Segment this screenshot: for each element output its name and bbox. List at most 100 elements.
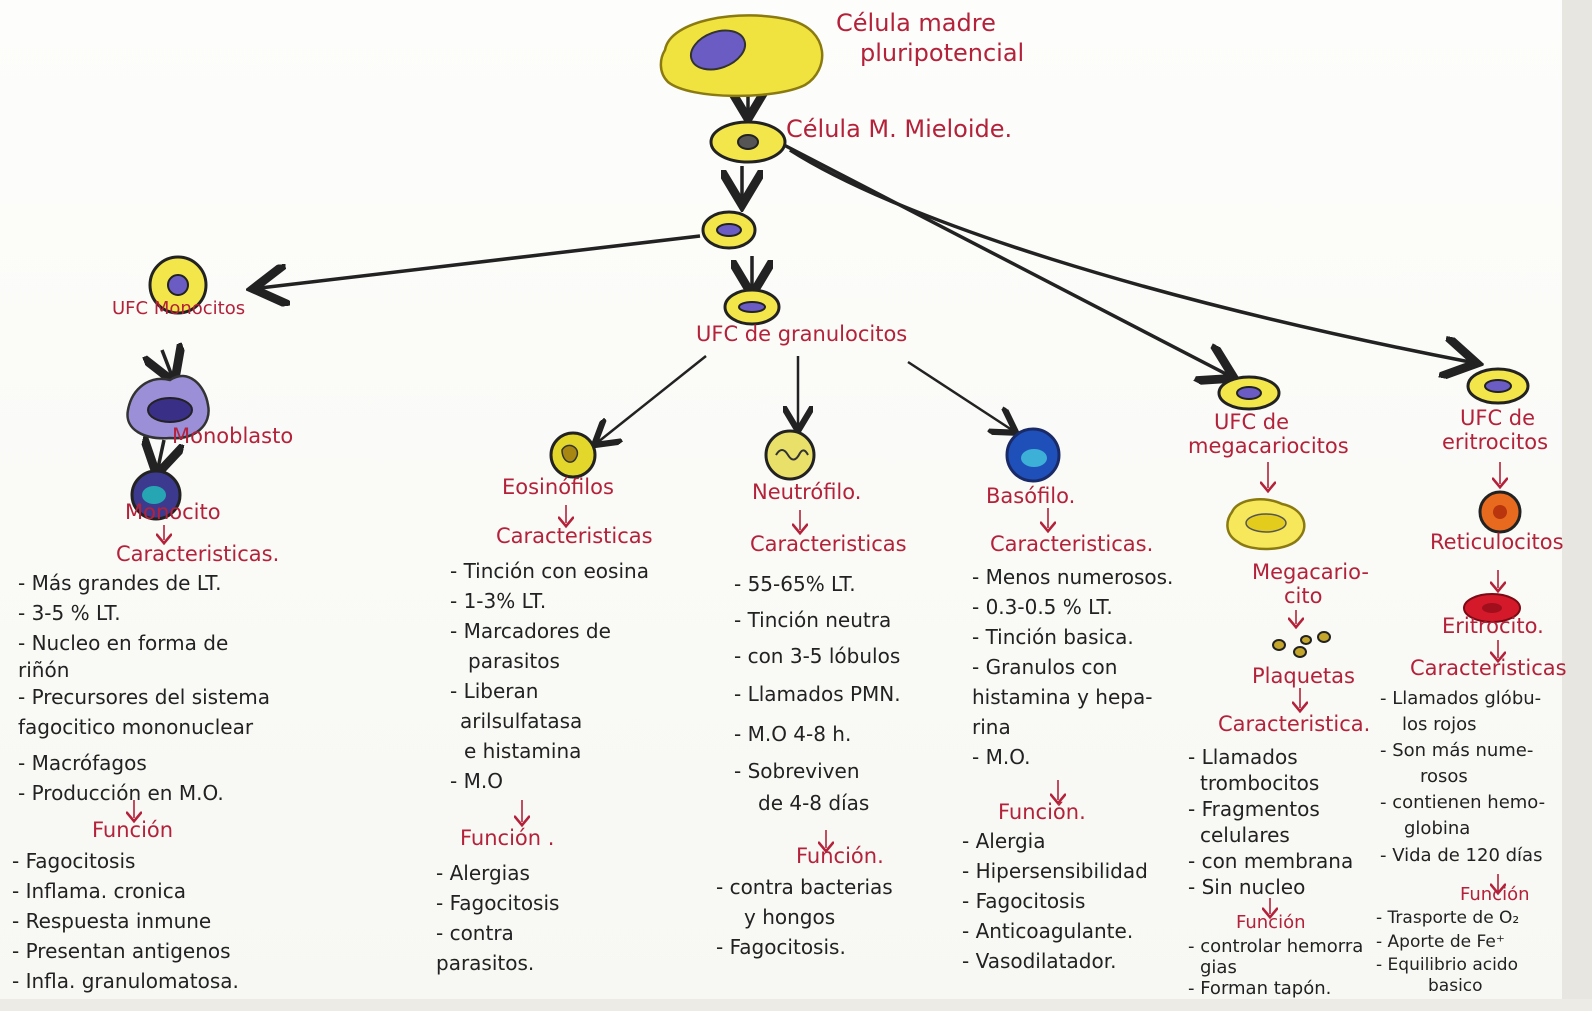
- list-item: - Respuesta inmune: [12, 909, 212, 933]
- list-item: - 3-5 % LT.: [18, 601, 121, 625]
- megacariocito-label-2: cito: [1284, 584, 1323, 608]
- list-item: riñón: [18, 658, 70, 682]
- mieloide-cell-icon: [709, 120, 787, 164]
- reticulocitos-label: Reticulocitos: [1430, 530, 1564, 554]
- plaquetas-icon: [1272, 631, 1331, 658]
- megacariocito-label-1: Megacario-: [1252, 560, 1369, 584]
- list-item: - M.O.: [972, 745, 1031, 769]
- eritrocitos-car-title: Caracteristicas: [1410, 656, 1567, 680]
- eritrocito-label: Eritrocito.: [1442, 614, 1544, 638]
- list-item: - contra bacterias: [716, 875, 893, 899]
- monocito-cell-icon: [130, 469, 182, 521]
- neutrofilo-label: Neutrófilo.: [752, 480, 862, 504]
- list-item: - Presentan antigenos: [12, 939, 231, 963]
- list-item: - Inflama. cronica: [12, 879, 186, 903]
- list-item: y hongos: [744, 905, 836, 929]
- list-item: - Menos numerosos.: [972, 565, 1174, 589]
- reticulocito-cell-icon: [1478, 490, 1522, 534]
- eosinofilos-car-title: Caracteristicas: [496, 524, 653, 548]
- list-item: arilsulfatasa: [460, 709, 583, 733]
- neutrofilo-cell-icon: [764, 429, 816, 481]
- list-item: - 1-3% LT.: [450, 589, 547, 613]
- list-item: - M.O 4-8 h.: [734, 722, 852, 746]
- ufc-megacariocitos-cell-icon: [1217, 375, 1281, 411]
- list-item: - Fagocitosis.: [716, 935, 846, 959]
- basofilo-fun-title: Función.: [998, 800, 1086, 824]
- list-item: - Llamados glóbu-: [1380, 688, 1542, 709]
- neutrofilo-fun-title: Función.: [796, 844, 884, 868]
- list-item: - Más grandes de LT.: [18, 571, 222, 595]
- list-item: - con 3-5 lóbulos: [734, 644, 901, 668]
- list-item: gias: [1200, 957, 1237, 978]
- arrow-monoblasto-to-monocito: [158, 440, 164, 468]
- page-edge: [1562, 0, 1592, 1011]
- eritrocitos-fun-title: Función: [1460, 884, 1530, 905]
- list-item: parasitos.: [436, 951, 535, 975]
- ufc-megacariocitos-label-2: megacariocitos: [1188, 434, 1349, 458]
- plaquetas-label: Plaquetas: [1252, 664, 1355, 688]
- eosinofilo-cell-icon: [549, 431, 597, 479]
- list-item: - Sin nucleo: [1188, 875, 1306, 899]
- list-item: - controlar hemorra: [1188, 936, 1364, 957]
- list-item: trombocitos: [1200, 771, 1320, 795]
- list-item: - Equilibrio acido: [1376, 955, 1519, 975]
- arrow-mieloide-to-megacariocitos: [781, 142, 1228, 375]
- monocito-label: Monocito: [125, 500, 221, 524]
- list-item: rina: [972, 715, 1011, 739]
- megacariocitos-car-list: - Llamados trombocitos - Fragmentos celu…: [1188, 744, 1353, 900]
- list-item: - Fagocitosis: [962, 889, 1086, 913]
- arrow-ufc-mono-to-monoblasto: [162, 350, 172, 376]
- megacariocitos-car-title: Caracteristica.: [1218, 712, 1371, 736]
- list-item: - Tinción neutra: [734, 608, 892, 632]
- list-item: - Producción en M.O.: [18, 781, 224, 805]
- list-item: - Tinción con eosina: [450, 559, 649, 583]
- basofilo-fun-list: - Alergia - Hipersensibilidad - Fagocito…: [962, 826, 1148, 976]
- monocitos-fun-list: - Fagocitosis - Inflama. cronica - Respu…: [12, 846, 239, 996]
- list-item: - Aporte de Fe⁺: [1376, 932, 1505, 952]
- neutrofilo-fun-list: - contra bacterias y hongos - Fagocitosi…: [716, 872, 893, 962]
- megacariocito-cell-icon: [1226, 498, 1306, 551]
- stem-cell-icon: [659, 14, 824, 98]
- list-item: - Vasodilatador.: [962, 949, 1117, 973]
- list-item: - Macrófagos: [18, 751, 147, 775]
- arrow-granulo-to-basofilo: [907, 360, 1012, 430]
- monocitos-fun-title: Función: [92, 818, 174, 842]
- mieloide-label: Célula M. Mieloide.: [786, 115, 1013, 143]
- list-item: e histamina: [464, 739, 582, 763]
- eosinofilos-label: Eosinófilos: [502, 475, 614, 499]
- list-item: los rojos: [1402, 714, 1477, 735]
- ufc-monocitos-label: UFC Monocitos: [112, 298, 246, 319]
- list-item: - Granulos con: [972, 655, 1118, 679]
- progenitor-cell-icon: [701, 210, 757, 250]
- list-item: - Alergia: [962, 829, 1046, 853]
- list-item: - 55-65% LT.: [734, 572, 856, 596]
- list-item: - Son más nume-: [1380, 740, 1534, 761]
- root-label-1: Célula madre: [836, 9, 996, 37]
- eosinofilos-fun-list: - Alergias - Fagocitosis - contra parasi…: [436, 858, 559, 978]
- eritrocitos-car-list: - Llamados glóbu- los rojos - Son más nu…: [1380, 686, 1545, 870]
- list-item: celulares: [1200, 823, 1290, 847]
- list-item: - Llamados PMN.: [734, 682, 901, 706]
- list-item: - Liberan: [450, 679, 539, 703]
- list-item: - Anticoagulante.: [962, 919, 1134, 943]
- megacariocitos-fun-title: Función: [1236, 912, 1306, 933]
- ufc-granulocitos-cell-icon: [723, 288, 781, 326]
- neutrofilo-car-list: - 55-65% LT. - Tinción neutra - con 3-5 …: [734, 566, 901, 818]
- list-item: de 4-8 días: [758, 791, 870, 815]
- basofilo-label: Basófilo.: [986, 484, 1076, 508]
- list-item: - Hipersensibilidad: [962, 859, 1148, 883]
- monoblasto-cell-icon: [126, 374, 210, 440]
- list-item: - contra: [436, 921, 514, 945]
- monocitos-car-list: - Más grandes de LT. - 3-5 % LT. - Nucle…: [18, 568, 270, 808]
- list-item: - con membrana: [1188, 849, 1354, 873]
- list-item: - M.O: [450, 769, 503, 793]
- ufc-megacariocitos-label-1: UFC de: [1214, 410, 1290, 434]
- monocitos-car-title: Caracteristicas.: [116, 542, 280, 566]
- list-item: - Forman tapón.: [1188, 978, 1332, 999]
- page-edge-bottom: [0, 999, 1592, 1011]
- list-item: - Fragmentos: [1188, 797, 1320, 821]
- basofilo-car-title: Caracteristicas.: [990, 532, 1154, 556]
- list-item: - Nucleo en forma de: [18, 631, 229, 655]
